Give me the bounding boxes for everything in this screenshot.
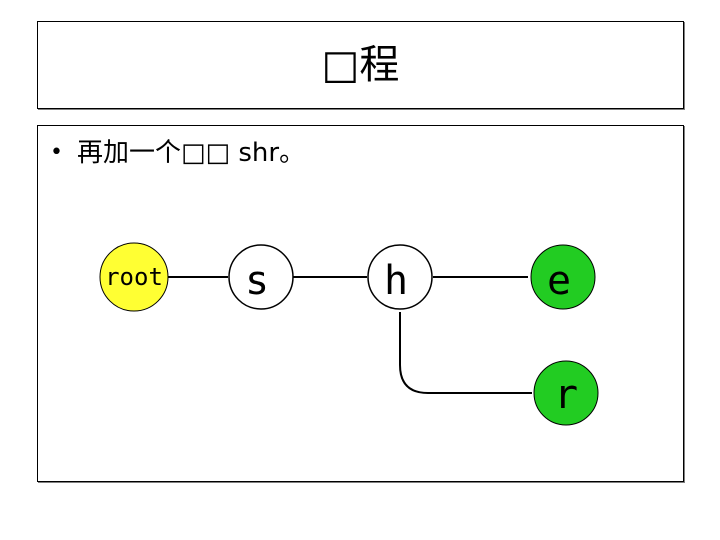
- node-s: s: [228, 244, 294, 310]
- bullet-item: • 再加一个□□ shr。: [50, 138, 305, 168]
- node-e-label: e: [547, 258, 571, 304]
- node-h-circle: [367, 244, 433, 310]
- node-r-label: r: [554, 372, 578, 418]
- title-frame: □程: [37, 21, 684, 109]
- content-frame: • 再加一个□□ shr。: [37, 125, 684, 482]
- node-s-circle: [228, 244, 294, 310]
- node-s-label: s: [245, 258, 269, 304]
- edge-h-r: [399, 312, 532, 394]
- node-e-circle: [530, 244, 596, 310]
- bullet-dot-icon: •: [50, 140, 63, 165]
- node-root-circle: [99, 242, 169, 312]
- node-r-circle: [533, 360, 599, 426]
- node-root-label: root: [105, 263, 163, 291]
- node-h-label: h: [384, 258, 408, 304]
- node-r: r: [533, 360, 599, 426]
- slide-title: □程: [321, 42, 400, 88]
- bullet-text: 再加一个□□ shr。: [76, 138, 306, 168]
- node-root: root: [99, 242, 169, 312]
- node-e: e: [530, 244, 596, 310]
- node-h: h: [367, 244, 433, 310]
